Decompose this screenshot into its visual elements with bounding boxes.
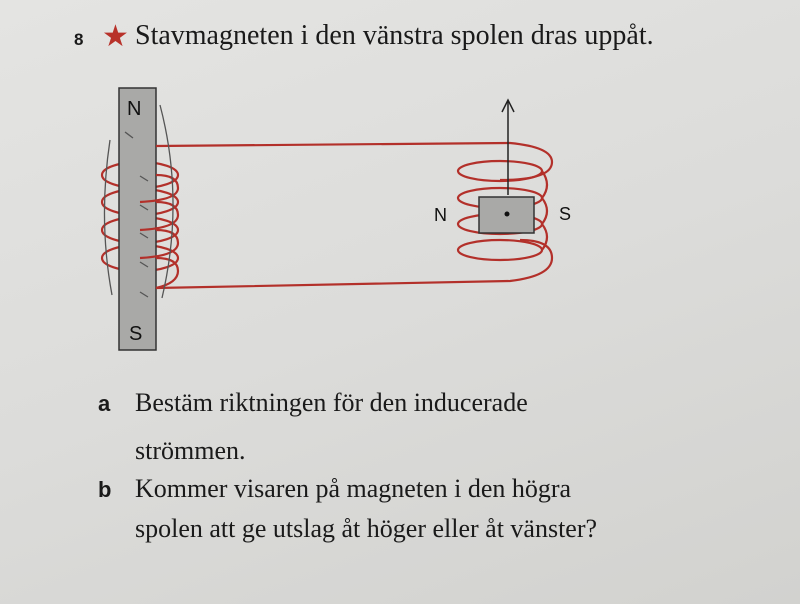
- arrow-up-icon: [501, 98, 515, 195]
- subquestion-a-letter: a: [98, 391, 111, 416]
- subquestion-a-line1: Bestäm riktningen för den inducerade: [135, 388, 528, 417]
- subquestion-a-line2: strömmen.: [135, 436, 246, 465]
- star-icon: ★: [102, 20, 129, 53]
- left-bar-magnet: [118, 87, 157, 351]
- compass-needle-magnet: [478, 196, 535, 234]
- subquestion-b-line1: Kommer visaren på magneten i den högra: [135, 474, 572, 503]
- subquestion-b-line2: spolen att ge utslag åt höger eller åt v…: [135, 514, 598, 543]
- right-magnet-north-label: N: [434, 205, 447, 225]
- subquestion-b-letter: b: [98, 477, 112, 502]
- question-title: Stavmagneten i den vänstra spolen dras u…: [135, 20, 654, 51]
- left-magnet-north-label: N: [127, 98, 141, 120]
- pivot-dot: [504, 211, 510, 217]
- left-coil-front: [139, 173, 180, 290]
- question-number: 8: [74, 30, 84, 49]
- left-magnet-south-label: S: [129, 323, 142, 345]
- right-magnet-south-label: S: [559, 204, 571, 224]
- hand-drawn-arrows: [103, 104, 174, 299]
